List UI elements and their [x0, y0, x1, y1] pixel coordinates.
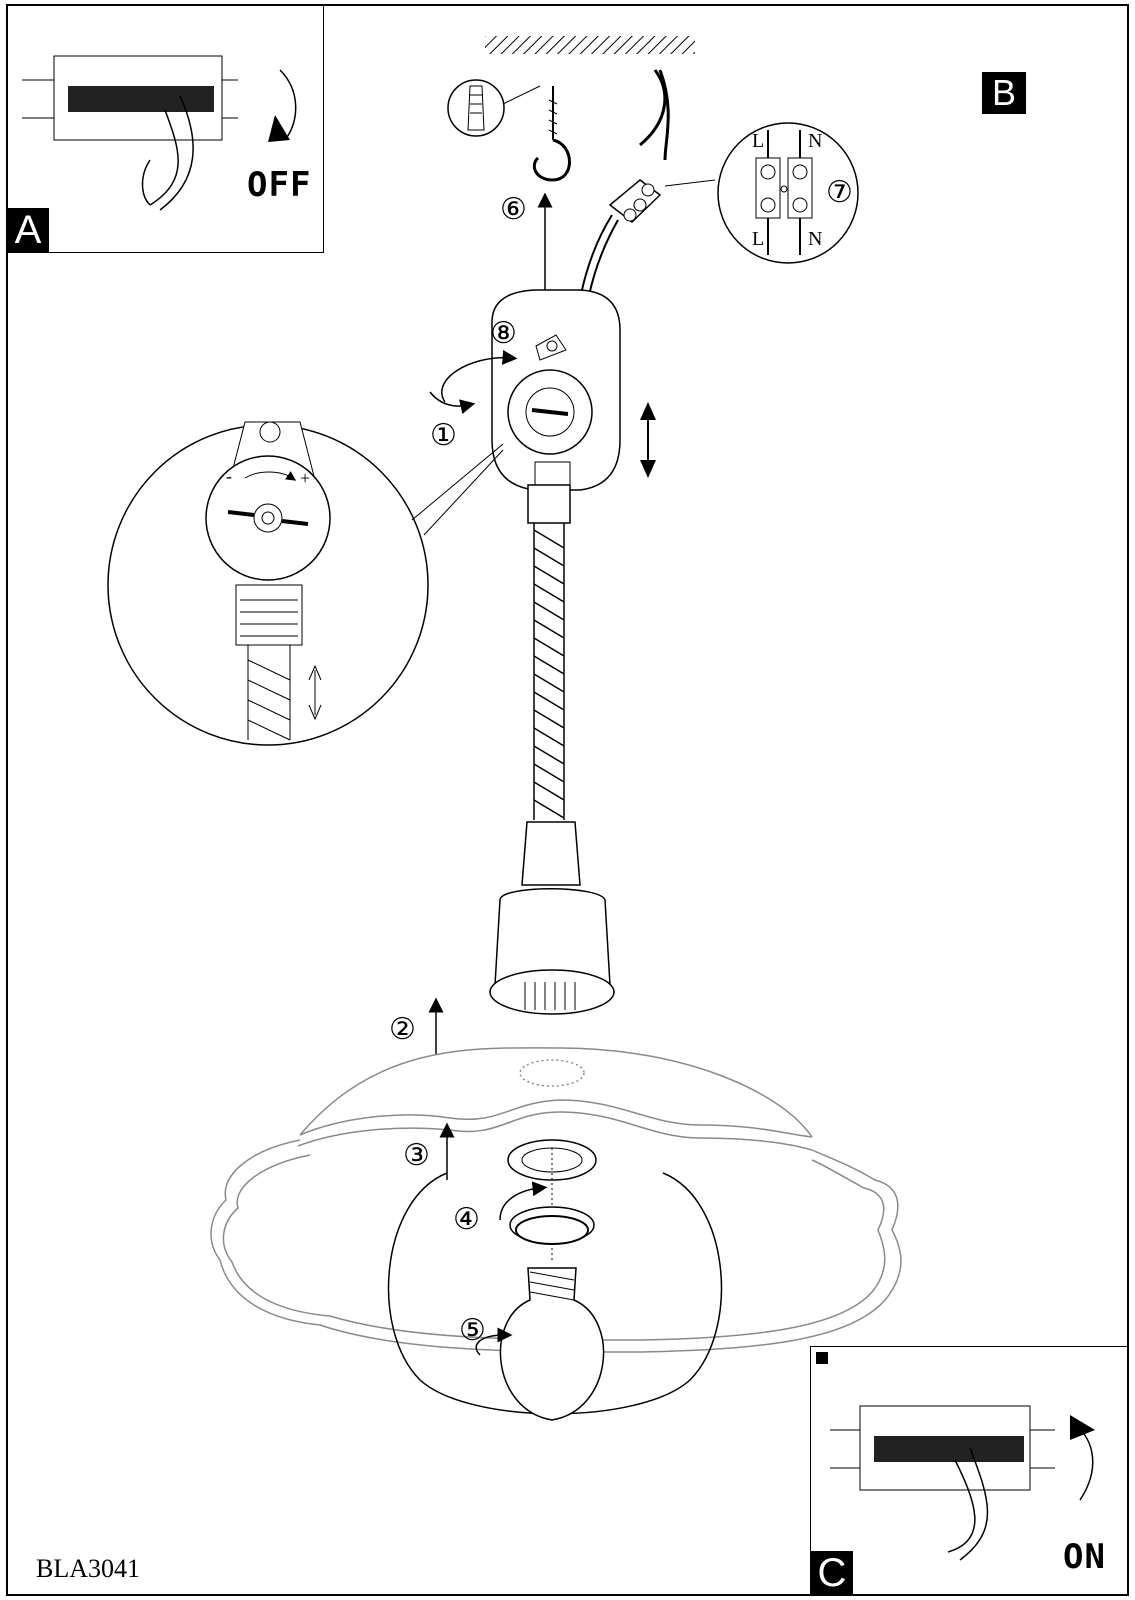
wire-label-n-bottom: N — [808, 228, 822, 251]
step-7: ⑦ — [826, 175, 853, 210]
step-1: ① — [430, 418, 457, 453]
wire-label-l-top: L — [752, 130, 764, 153]
wire-label-l-bottom: L — [752, 228, 764, 251]
page-frame — [6, 4, 1129, 1596]
step-4: ④ — [453, 1202, 480, 1237]
step-3: ③ — [403, 1138, 430, 1173]
step-8: ⑧ — [490, 316, 517, 351]
step-2: ② — [389, 1012, 416, 1047]
wire-label-n-top: N — [808, 130, 822, 153]
scale-minus: - — [226, 466, 232, 487]
step-5: ⑤ — [459, 1313, 486, 1348]
model-code: BLA3041 — [36, 1554, 140, 1584]
step-6: ⑥ — [500, 192, 527, 227]
scale-plus: + — [300, 468, 310, 489]
